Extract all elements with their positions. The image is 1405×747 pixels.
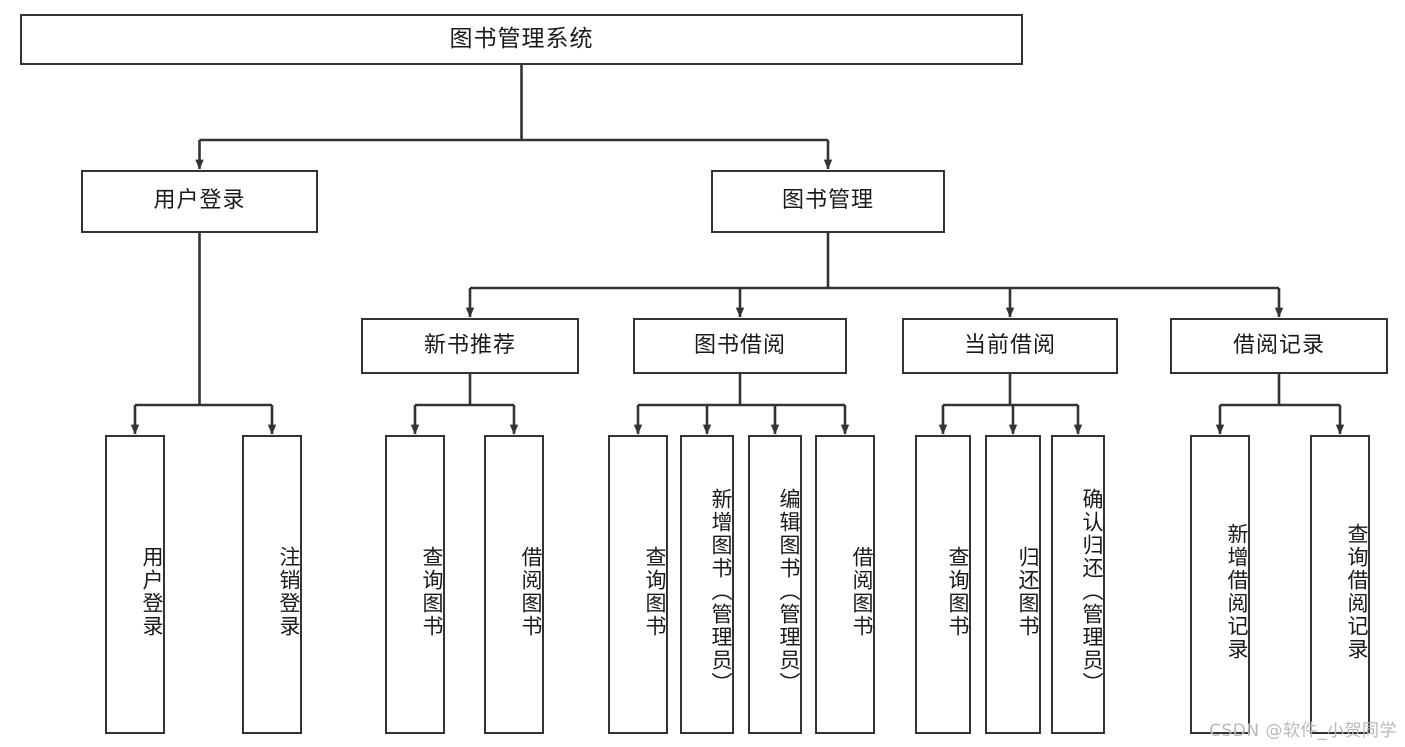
node-label: 借阅记录 xyxy=(1232,332,1325,358)
node-l_b1: 借阅图书 xyxy=(484,435,544,734)
node-label: 查询图书 xyxy=(420,545,444,638)
node-borrow: 图书借阅 xyxy=(633,318,847,374)
node-current: 当前借阅 xyxy=(902,318,1118,374)
node-label: 新书推荐 xyxy=(423,332,516,358)
node-l_b2: 借阅图书 xyxy=(815,435,875,734)
node-l_confirm: 确认归还（管理员） xyxy=(1051,435,1105,734)
node-login: 用户登录 xyxy=(81,170,318,233)
node-label: 查询图书 xyxy=(946,545,970,638)
node-root: 图书管理系统 xyxy=(20,14,1023,65)
node-l_edit: 编辑图书（管理员） xyxy=(748,435,802,734)
edges xyxy=(130,65,1345,435)
node-label: 借阅图书 xyxy=(850,545,874,638)
node-l_q2: 查询图书 xyxy=(608,435,668,734)
node-label: 图书管理系统 xyxy=(449,25,594,52)
node-l_userlogin: 用户登录 xyxy=(105,435,165,734)
node-label: 新增借阅记录 xyxy=(1225,522,1249,661)
node-label: 编辑图书（管理员） xyxy=(777,488,801,695)
node-label: 借阅图书 xyxy=(519,545,543,638)
node-newbook: 新书推荐 xyxy=(361,318,579,374)
node-label: 查询图书 xyxy=(643,545,667,638)
node-label: 图书借阅 xyxy=(693,332,786,358)
node-l_addrec: 新增借阅记录 xyxy=(1190,435,1250,734)
node-l_add: 新增图书（管理员） xyxy=(680,435,734,734)
node-label: 当前借阅 xyxy=(963,332,1056,358)
node-label: 确认归还（管理员） xyxy=(1080,488,1104,695)
node-l_logout: 注销登录 xyxy=(242,435,302,734)
node-records: 借阅记录 xyxy=(1170,318,1388,374)
node-label: 图书管理 xyxy=(781,188,874,214)
node-label: 用户登录 xyxy=(140,545,164,638)
node-label: 新增图书（管理员） xyxy=(709,488,733,695)
node-label: 用户登录 xyxy=(153,188,246,214)
node-label: 归还图书 xyxy=(1016,545,1040,638)
node-l_qrec: 查询借阅记录 xyxy=(1310,435,1370,734)
csdn-watermark: CSDN @软件_小贺同学 xyxy=(1209,721,1397,741)
node-bookmgmt: 图书管理 xyxy=(711,170,945,233)
node-label: 查询借阅记录 xyxy=(1345,522,1369,661)
node-l_q3: 查询图书 xyxy=(915,435,971,734)
node-l_q1: 查询图书 xyxy=(385,435,445,734)
node-l_return: 归还图书 xyxy=(985,435,1041,734)
node-label: 注销登录 xyxy=(277,545,301,638)
